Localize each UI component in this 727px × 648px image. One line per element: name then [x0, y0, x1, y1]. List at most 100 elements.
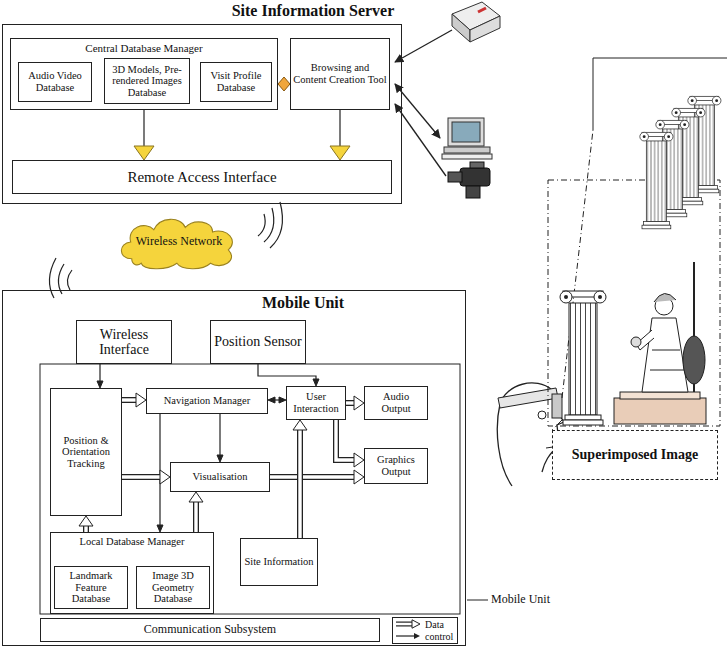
control-arrow — [97, 364, 103, 388]
data-arrow — [122, 470, 170, 484]
network-cloud: Wireless Network — [116, 214, 242, 270]
art-part — [442, 154, 492, 159]
art-part — [395, 104, 446, 176]
sample-head — [414, 633, 420, 639]
data-arrow — [122, 393, 146, 407]
module-box: Position & Orientation Tracking — [50, 388, 122, 516]
module-box: Communication Subsystem — [40, 618, 380, 642]
box-label: User Interaction — [289, 391, 343, 414]
arrow-head — [217, 455, 223, 462]
box-label: Position & Orientation Tracking — [53, 435, 119, 470]
arrow-shaft — [336, 420, 355, 460]
view-frame — [548, 58, 727, 430]
art-part — [548, 180, 720, 426]
art-part — [395, 30, 452, 62]
statue-figure — [614, 262, 706, 424]
arrow-shaft — [122, 397, 137, 403]
arrow-shaft — [258, 364, 316, 380]
arrow-shaft — [339, 110, 340, 147]
art-part — [452, 14, 470, 42]
art-part — [614, 398, 706, 424]
art-part — [452, 122, 480, 142]
control-arrow — [217, 414, 223, 462]
module-box: Graphics Output — [364, 448, 428, 484]
module-box: Navigation Manager — [146, 388, 268, 414]
arrow-shaft — [122, 475, 161, 478]
arrow-shaft — [270, 475, 355, 478]
data-arrow — [79, 516, 93, 532]
art-part — [650, 350, 684, 370]
art-part — [270, 202, 282, 248]
legend-entry: control — [395, 630, 457, 642]
arrow-shaft — [193, 501, 199, 532]
module-box: Browsing and Content Creation Tool — [290, 38, 390, 110]
arrow-head — [313, 379, 319, 386]
art-part — [466, 186, 480, 198]
module-box: Site Information — [240, 538, 318, 586]
control-arrow — [134, 110, 154, 160]
control-arrow — [330, 110, 350, 160]
box-label: Browsing and Content Creation Tool — [293, 62, 387, 85]
art-part — [683, 336, 705, 384]
arrow-head — [330, 146, 350, 160]
leader-line — [467, 600, 488, 601]
art-part — [444, 147, 490, 153]
camera-icon — [448, 162, 490, 198]
sample-head — [412, 620, 420, 628]
legend-box: Datacontrol — [392, 617, 458, 644]
arrow-head — [97, 381, 103, 388]
arrow-head — [354, 453, 364, 467]
legend-text: control — [425, 631, 453, 642]
art-part — [640, 132, 673, 228]
module-box: Wireless Interface — [76, 320, 172, 364]
data-arrow — [293, 420, 307, 538]
legend-entry: Data — [395, 618, 457, 630]
art-part — [448, 118, 484, 146]
sample-shaft — [396, 622, 412, 627]
module-box: Visualisation — [170, 462, 270, 492]
module-box: 3D Models, Pre-rendered Images Database — [104, 58, 190, 104]
legend-text: Data — [425, 619, 444, 630]
arrow-head — [354, 470, 364, 484]
art-part — [470, 16, 500, 42]
art-part — [620, 392, 700, 399]
arrow-shaft — [297, 429, 303, 538]
arrow-head — [79, 516, 93, 526]
box-label: Wireless Network — [136, 235, 223, 248]
radio-waves — [49, 202, 282, 298]
arrow-head — [354, 396, 364, 410]
box-title: Central Database Manager — [11, 39, 277, 54]
box-label: Audio Video Database — [21, 70, 89, 93]
box-title: Local Database Manager — [51, 533, 213, 548]
sample-shaft — [396, 623, 412, 626]
legend-sample — [395, 631, 421, 641]
box-label: 3D Models, Pre-rendered Images Database — [107, 64, 187, 99]
printer-icon — [452, 2, 500, 42]
box-label: Wireless Interface — [79, 327, 169, 358]
data-arrow — [270, 470, 364, 484]
box-label: Superimposed Image — [572, 447, 698, 462]
control-arrow — [258, 364, 319, 386]
box-label: Image 3D Geometry Database — [139, 570, 207, 605]
art-part — [560, 291, 606, 425]
box-label: Remote Access Interface — [127, 169, 276, 186]
module-box: Remote Access Interface — [12, 160, 392, 194]
arrow-head — [134, 146, 154, 160]
arrow-head — [279, 397, 286, 403]
arrow-head — [293, 420, 307, 430]
computer-icon — [442, 118, 492, 159]
inner-frame — [40, 364, 460, 614]
arrow-shaft — [143, 110, 144, 147]
arrow-head — [268, 397, 275, 403]
box-label: Communication Subsystem — [144, 623, 276, 636]
art-part — [552, 420, 562, 430]
arrow-shaft — [122, 474, 161, 480]
art-part — [470, 162, 484, 168]
temple-columns — [560, 96, 721, 425]
art-part — [448, 172, 462, 182]
art-part — [631, 337, 641, 347]
box-label: Navigation Manager — [164, 395, 251, 407]
data-arrow — [346, 396, 364, 410]
art-part — [460, 168, 490, 186]
